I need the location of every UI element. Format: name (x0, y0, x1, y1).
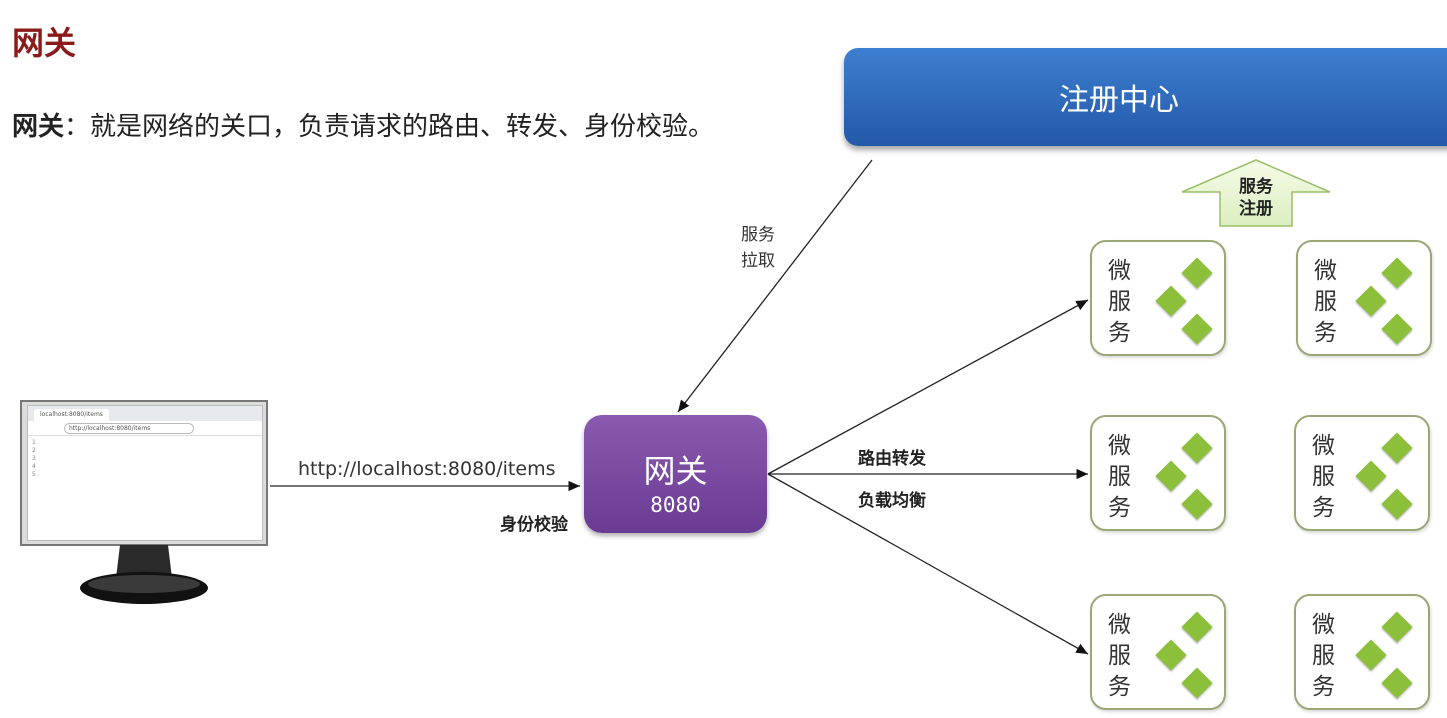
diamond-icon (1181, 313, 1213, 345)
diamond-icon (1381, 432, 1413, 464)
microservice-card: 微服务 (1090, 415, 1226, 531)
diamond-icon (1381, 611, 1413, 643)
diamond-icon (1155, 639, 1187, 671)
line-number: 1 (32, 439, 36, 446)
diamond-icon (1181, 432, 1213, 464)
ms-char: 务 (1108, 495, 1131, 521)
microservice-card: 微服务 (1296, 240, 1432, 356)
line-number: 2 (32, 447, 36, 454)
diamond-icon (1181, 667, 1213, 699)
ms-char: 微 (1108, 258, 1131, 284)
ms-char: 微 (1312, 433, 1335, 459)
line-number: 3 (32, 455, 36, 462)
browser-tab[interactable]: localhost:8080/items (34, 409, 109, 421)
gateway-box: 网关 8080 (584, 415, 767, 533)
ms-char: 务 (1312, 495, 1335, 521)
ms-char: 服 (1108, 643, 1131, 669)
ms-char: 务 (1108, 674, 1131, 700)
microservice-card: 微服务 (1090, 240, 1226, 356)
route-arrow-top (767, 299, 1089, 475)
ms-char: 服 (1314, 289, 1337, 315)
diamond-icon (1381, 488, 1413, 520)
diamond-icon (1355, 285, 1387, 317)
route-arrow-bottom (767, 473, 1089, 655)
ms-char: 服 (1108, 289, 1131, 315)
microservice-card: 微服务 (1294, 415, 1430, 531)
service-register-line2: 注册 (1239, 199, 1273, 219)
microservice-card: 微服务 (1294, 594, 1430, 710)
load-balance-label: 负载均衡 (858, 491, 926, 511)
browser-url[interactable]: http://localhost:8080/items (64, 422, 194, 434)
service-pull-line2: 拉取 (741, 251, 775, 271)
ms-char: 微 (1314, 258, 1337, 284)
pull-arrow (677, 159, 873, 413)
gateway-name: 网关 (643, 452, 708, 490)
request-url-label: http://localhost:8080/items (298, 458, 556, 480)
service-register-arrow (1181, 159, 1331, 227)
diamond-icon (1181, 257, 1213, 289)
line-number: 5 (32, 471, 36, 478)
ms-char: 务 (1314, 320, 1337, 346)
service-register-label: 服务 注册 (1218, 176, 1294, 220)
service-pull-line1: 服务 (741, 225, 775, 245)
ms-char: 务 (1108, 320, 1131, 346)
line-number: 4 (32, 463, 36, 470)
ms-char: 微 (1108, 433, 1131, 459)
route-label: 路由转发 (858, 449, 926, 469)
description-term: 网关 (12, 112, 65, 142)
diamond-icon (1381, 667, 1413, 699)
diamond-icon (1181, 611, 1213, 643)
slide-title: 网关 (12, 24, 77, 62)
browser-tabbar: localhost:8080/items (28, 406, 262, 421)
ms-char: 服 (1108, 464, 1131, 490)
browser-urlbar: http://localhost:8080/items (28, 421, 262, 436)
gateway-port: 8080 (650, 493, 701, 517)
ms-char: 服 (1312, 464, 1335, 490)
diamond-icon (1355, 639, 1387, 671)
slide-description: 网关：就是网络的关口，负责请求的路由、转发、身份校验。 (12, 106, 714, 143)
browser-content: 1 2 3 4 5 (28, 436, 262, 479)
auth-label: 身份校验 (500, 515, 568, 535)
ms-char: 微 (1108, 612, 1131, 638)
diamond-icon (1155, 285, 1187, 317)
microservice-card: 微服务 (1090, 594, 1226, 710)
diamond-icon (1181, 488, 1213, 520)
diamond-icon (1381, 313, 1413, 345)
registry-center: 注册中心 (844, 48, 1447, 146)
diamond-icon (1381, 257, 1413, 289)
diamond-icon (1355, 460, 1387, 492)
diamond-icon (1155, 460, 1187, 492)
registry-label: 注册中心 (1059, 83, 1179, 118)
service-pull-label: 服务 拉取 (736, 222, 780, 274)
service-register-line1: 服务 (1239, 177, 1273, 197)
description-text: ：就是网络的关口，负责请求的路由、转发、身份校验。 (64, 112, 715, 142)
browser-window: localhost:8080/items http://localhost:80… (27, 405, 263, 541)
ms-char: 微 (1312, 612, 1335, 638)
ms-char: 服 (1312, 643, 1335, 669)
ms-char: 务 (1312, 674, 1335, 700)
